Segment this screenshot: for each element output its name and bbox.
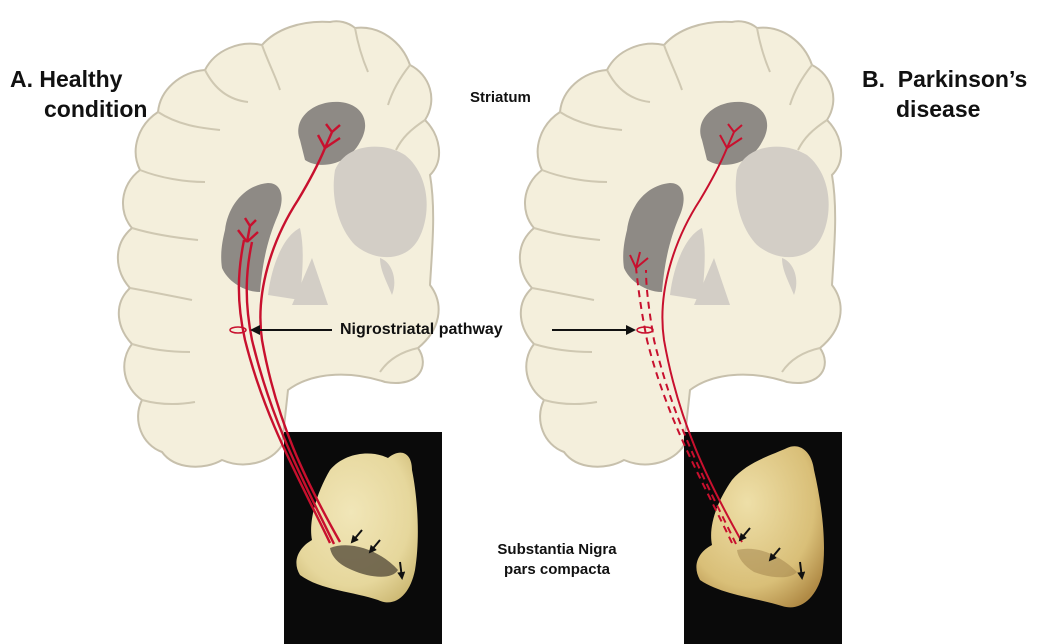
panel-b-title: B. Parkinson’s disease — [862, 64, 1027, 124]
pathway-label: Nigrostriatal pathway — [340, 320, 503, 340]
panel-a-letter: A. — [10, 66, 33, 92]
panel-b-title-line1: Parkinson’s — [898, 66, 1028, 92]
panel-b-title-line2: disease — [862, 96, 980, 122]
panel-a-title: A. Healthy condition — [10, 64, 147, 124]
substantia-nigra-label: Substantia Nigra pars compacta — [482, 540, 632, 580]
substantia-label-line1: Substantia Nigra — [482, 540, 632, 560]
panel-b-letter: B. — [862, 66, 885, 92]
panel-a-title-line2: condition — [10, 96, 147, 122]
striatum-label: Striatum — [470, 88, 531, 108]
panel-a-title-line1: Healthy — [39, 66, 122, 92]
substantia-label-line2: pars compacta — [482, 560, 632, 580]
